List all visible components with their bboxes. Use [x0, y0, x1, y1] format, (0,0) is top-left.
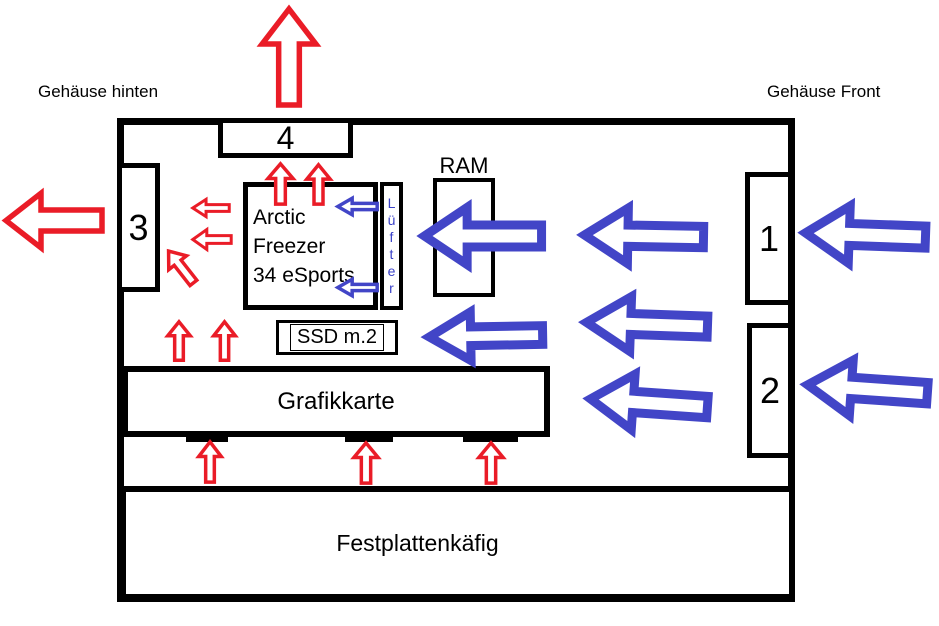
airflow-arrow-red-up-icon: [266, 163, 295, 205]
airflow-arrow-red-up-icon: [212, 321, 237, 361]
ram-label: RAM: [439, 153, 489, 178]
front-fan-2-box: 2: [747, 323, 793, 458]
airflow-arrow-red-up-icon: [166, 321, 192, 361]
airflow-arrow-red-left-large-icon: [4, 189, 104, 252]
top-fan-number: 4: [276, 120, 295, 156]
airflow-arrow-red-up-left-diagonal-icon: [158, 242, 204, 291]
airflow-arrow-red-up-large-icon: [258, 7, 320, 107]
airflow-arrow-blue-left-icon: [422, 203, 544, 269]
hdd-cage-box: Festplattenkäfig: [120, 486, 795, 600]
front-fan-2-number: 2: [759, 369, 781, 411]
airflow-arrow-blue-left-icon: [803, 353, 932, 426]
front-fan-1-number: 1: [758, 217, 780, 259]
airflow-arrow-blue-left-icon: [583, 291, 711, 358]
hdd-cage-label: Festplattenkäfig: [336, 529, 499, 556]
airflow-arrow-red-left-small-icon: [192, 228, 232, 251]
top-fan-box: 4: [218, 118, 353, 158]
ssd-box: SSD m.2: [276, 320, 398, 355]
gpu-connector-nub: [186, 437, 228, 442]
airflow-arrow-red-up-icon: [197, 441, 223, 483]
gpu-connector-nub: [463, 437, 518, 442]
gpu-connector-nub: [345, 437, 393, 442]
ssd-label: SSD m.2: [289, 324, 385, 351]
cpu-cooler-name-line1: Arctic Freezer: [253, 206, 326, 258]
rear-fan-number: 3: [128, 206, 149, 248]
airflow-arrow-blue-left-icon: [802, 200, 929, 270]
gpu-label: Grafikkarte: [277, 387, 395, 415]
airflow-arrow-red-up-icon: [477, 442, 505, 484]
label-case-back: Gehäuse hinten: [38, 82, 159, 101]
cpu-cooler-box: Arctic Freezer 34 eSports: [243, 182, 378, 310]
airflow-arrow-blue-left-icon: [427, 307, 546, 365]
airflow-arrow-red-left-small-icon: [192, 198, 230, 218]
airflow-arrow-blue-left-icon: [586, 367, 712, 439]
airflow-arrow-red-up-icon: [305, 164, 332, 205]
cpu-cooler-name-line2: 34 eSports: [253, 264, 355, 287]
cooler-fan-strip: Lüfter: [380, 182, 403, 310]
airflow-arrow-blue-left-icon: [581, 203, 706, 269]
gpu-box: Grafikkarte: [122, 366, 550, 437]
rear-fan-box: 3: [117, 163, 160, 292]
cooler-fan-label: Lüfter: [383, 195, 400, 297]
label-case-front: Gehäuse Front: [767, 82, 881, 101]
airflow-arrow-red-up-icon: [352, 442, 380, 484]
front-fan-1-box: 1: [745, 172, 793, 305]
airflow-arrow-blue-left-small-icon: [337, 278, 378, 297]
airflow-arrow-blue-left-small-icon: [337, 197, 378, 216]
